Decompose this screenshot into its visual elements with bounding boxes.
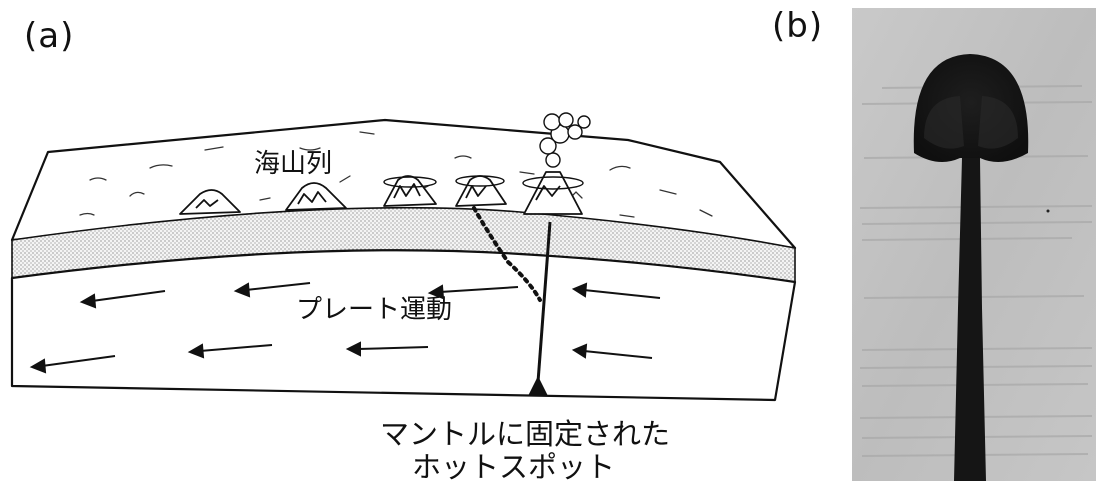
hotspot-label-line1: マントルに固定された xyxy=(380,417,670,451)
mantle-block xyxy=(10,249,797,402)
arrow xyxy=(79,290,166,309)
seamount-chain xyxy=(179,171,584,215)
plate-motion-label: プレート運動 xyxy=(296,295,452,325)
arrow xyxy=(571,282,661,299)
eruption-plume xyxy=(539,112,591,168)
arrow xyxy=(187,343,273,359)
active-volcano xyxy=(523,171,583,215)
arrow xyxy=(345,341,429,357)
seamount-chain-label: 海山列 xyxy=(254,149,332,179)
hotspot-track xyxy=(472,206,542,302)
arrow xyxy=(233,282,311,298)
plume-conduit xyxy=(954,158,986,481)
plume-photo xyxy=(852,8,1096,481)
hotspot-source xyxy=(528,376,548,396)
arrow xyxy=(29,355,116,374)
hotspot-conduit xyxy=(536,221,552,383)
plate-motion-arrows xyxy=(29,282,661,374)
hotspot-diagram: 海山列 プレート運動 マントルに固定された ホットスポット xyxy=(10,112,797,481)
panel-b-label: (b) xyxy=(772,6,824,46)
seafloor-texture xyxy=(79,131,713,218)
hotspot-label-line2: ホットスポット xyxy=(412,450,615,481)
arrow xyxy=(571,343,653,359)
panel-a-label: (a) xyxy=(24,16,75,56)
arrow xyxy=(427,284,519,300)
seamount-1 xyxy=(179,189,241,215)
